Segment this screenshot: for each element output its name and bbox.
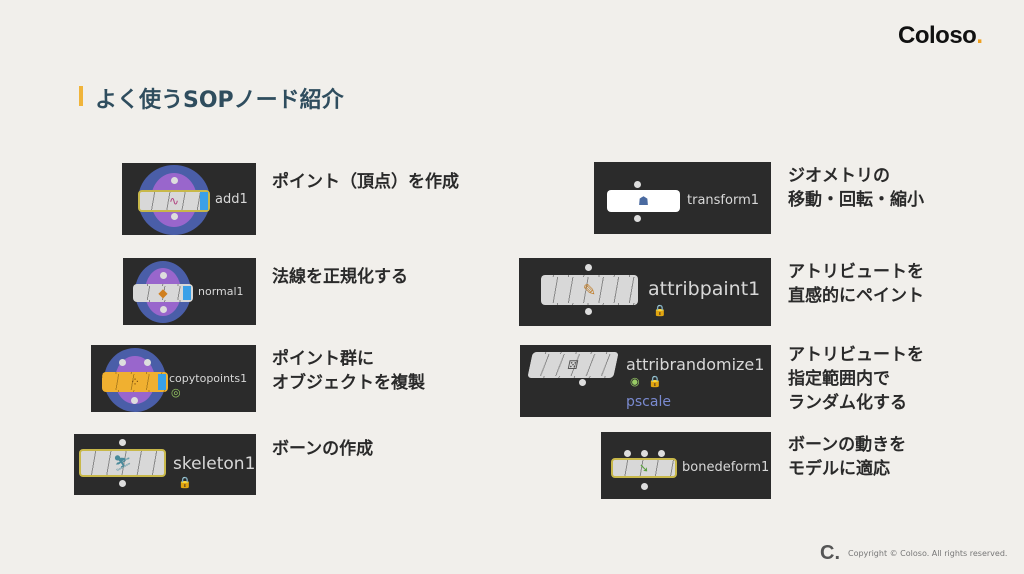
- node-label: attribrandomize1: [626, 355, 765, 374]
- normal-icon: ◆: [158, 286, 168, 300]
- display-flag-icon: ◉: [630, 375, 640, 388]
- node-description: ジオメトリの移動・回転・縮小: [788, 164, 924, 212]
- page-title: よく使うSOPノード紹介: [95, 88, 344, 113]
- footer-logo: C.: [820, 542, 840, 564]
- node-description: ボーンの動きをモデルに適応: [788, 433, 906, 481]
- footer: C. Copyright © Coloso. All rights reserve…: [820, 542, 1007, 565]
- paint-brush-icon: ✎: [582, 280, 597, 300]
- node-label: transform1: [687, 193, 760, 208]
- desc-line: 指定範囲内で: [788, 369, 890, 389]
- normal-node[interactable]: ◆: [133, 284, 193, 302]
- node-label: skeleton1: [173, 454, 256, 474]
- desc-line: アトリビュートを: [788, 262, 924, 282]
- title-accent-bar: [79, 86, 83, 106]
- desc-line: ポイント群に: [272, 349, 374, 369]
- attribpaint-node[interactable]: ✎: [541, 275, 638, 305]
- coloso-logo: Coloso.: [898, 22, 983, 50]
- skeleton-node[interactable]: ⛷: [79, 449, 166, 477]
- logo-dot: .: [976, 22, 983, 49]
- node-label: normal1: [198, 285, 244, 298]
- node-panel-skeleton1: ⛷ skeleton1 🔒: [74, 434, 256, 495]
- copytopoints-node[interactable]: ⁘: [102, 372, 168, 392]
- node-description: ポイント群にオブジェクトを複製: [272, 347, 425, 395]
- curve-icon: ∿: [168, 194, 180, 208]
- add-node[interactable]: ∿: [138, 190, 210, 212]
- node-label: copytopoints1: [169, 372, 248, 385]
- desc-line: 移動・回転・縮小: [788, 190, 924, 210]
- desc-line: ボーンの動きを: [788, 435, 907, 455]
- node-panel-bonedeform1: ➘ bonedeform1: [601, 432, 771, 499]
- desc-line: 直感的にペイント: [788, 286, 924, 306]
- node-description: ボーンの作成: [272, 437, 373, 461]
- desc-line: オブジェクトを複製: [272, 373, 425, 393]
- node-panel-copytopoints1: ⁘ copytopoints1 ◎: [91, 345, 256, 412]
- node-panel-add1: ∿ add1: [122, 163, 256, 235]
- copy-icon: ⁘: [129, 375, 141, 389]
- logo-text: Coloso: [898, 22, 977, 49]
- node-panel-normal1: ◆ normal1: [123, 258, 256, 325]
- node-description: アトリビュートを直感的にペイント: [788, 260, 924, 308]
- desc-line: 法線を正規化する: [272, 267, 408, 287]
- transform-node[interactable]: ☗: [607, 190, 680, 212]
- desc-line: ジオメトリの: [788, 166, 890, 186]
- node-description: ポイント（頂点）を作成: [272, 170, 459, 194]
- node-comment: pscale: [626, 394, 671, 410]
- bone-arrow-icon: ➘: [638, 461, 650, 475]
- bypass-indicator-icon: ◎: [171, 386, 181, 399]
- transform-icon: ☗: [638, 194, 649, 208]
- desc-line: ポイント（頂点）を作成: [272, 172, 459, 192]
- lock-icon: 🔒: [648, 375, 662, 388]
- node-label: bonedeform1: [682, 460, 770, 475]
- node-label: attribpaint1: [648, 278, 761, 300]
- dice-icon: ⚄: [566, 358, 580, 372]
- attribrandomize-node[interactable]: ⚄: [527, 352, 619, 378]
- node-label: add1: [215, 192, 248, 207]
- desc-line: モデルに適応: [788, 459, 890, 479]
- node-panel-attribrandomize1: ⚄ attribrandomize1 ◉ 🔒 pscale: [520, 345, 771, 417]
- desc-line: アトリビュートを: [788, 345, 924, 365]
- node-panel-attribpaint1: ✎ attribpaint1 🔒: [519, 258, 771, 326]
- copyright-text: Copyright © Coloso. All rights reserved.: [848, 549, 1008, 558]
- bonedeform-node[interactable]: ➘: [611, 458, 677, 478]
- lock-icon: 🔒: [653, 304, 667, 317]
- lock-icon: 🔒: [178, 476, 192, 489]
- desc-line: ボーンの作成: [272, 439, 374, 459]
- skeleton-icon: ⛷: [112, 454, 133, 472]
- desc-line: ランダム化する: [788, 393, 907, 413]
- node-description: アトリビュートを指定範囲内でランダム化する: [788, 343, 924, 415]
- node-description: 法線を正規化する: [272, 265, 408, 289]
- node-panel-transform1: ☗ transform1: [594, 162, 771, 234]
